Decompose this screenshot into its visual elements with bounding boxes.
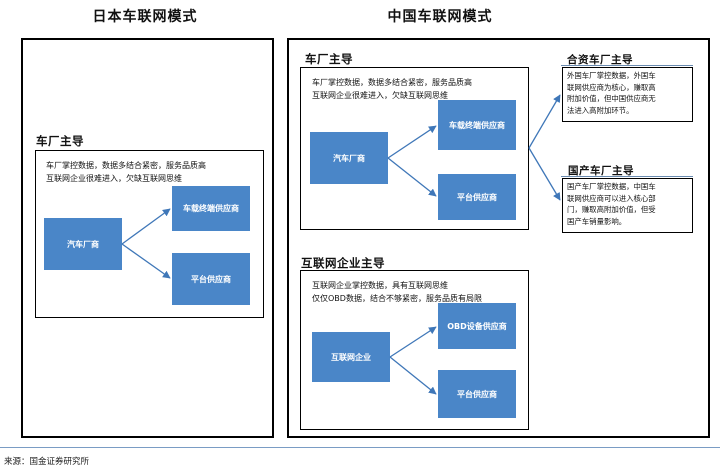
china-internet-node-obd: OBD设备供应商 [438, 303, 516, 349]
joint-venture-description: 外国车厂掌控数据，外国车 联网供应商为核心，赚取高 附加价值，但中国供应商无 法… [567, 71, 656, 115]
source-divider [0, 447, 720, 448]
china-internet-description: 互联网企业掌控数据，具有互联网思维 仅仅OBD数据，结合不够紧密，服务品质有局限 [312, 281, 482, 303]
japan-model-title: 日本车联网模式 [92, 9, 198, 25]
japan-section-title: 车厂主导 [36, 134, 84, 148]
arrow-internet-to-platform [389, 356, 437, 395]
domestic-title: 国产车厂主导 [568, 165, 634, 177]
domestic-rule [561, 176, 693, 177]
joint-venture-title: 合资车厂主导 [567, 54, 633, 66]
source-note: 来源：国金证券研究所 [4, 457, 90, 467]
japan-node-platform: 平台供应商 [172, 253, 250, 305]
china-model-title: 中国车联网模式 [387, 9, 493, 25]
joint-venture-rule [561, 65, 693, 66]
arrow-china-oem-to-terminal [387, 125, 437, 159]
china-oem-node-platform: 平台供应商 [438, 174, 516, 220]
china-internet-node-internet: 互联网企业 [312, 332, 390, 382]
domestic-box [562, 178, 693, 233]
china-oem-node-terminal: 车载终端供应商 [438, 100, 516, 150]
arrow-japan-to-terminal [121, 208, 171, 245]
china-oem-section-title: 车厂主导 [305, 52, 353, 66]
japan-node-terminal: 车载终端供应商 [172, 186, 250, 231]
joint-venture-box [562, 67, 693, 122]
arrow-to-joint-venture [528, 94, 561, 149]
arrow-internet-to-obd [389, 326, 437, 358]
china-internet-node-platform: 平台供应商 [438, 370, 516, 418]
china-oem-node-oem: 汽车厂商 [310, 132, 388, 184]
china-internet-section-title: 互联网企业主导 [301, 256, 385, 270]
arrow-to-domestic [528, 147, 561, 201]
domestic-description: 国产车厂掌控数据，中国车 联网供应商可以进入核心部 门，赚取高附加价值，但受 国… [567, 182, 656, 226]
arrow-china-oem-to-platform [387, 157, 437, 197]
arrow-japan-to-platform [121, 243, 171, 279]
china-oem-description: 车厂掌控数据，数据多结合紧密，服务品质高 互联网企业很难进入，欠缺互联网思维 [312, 78, 472, 100]
japan-node-oem: 汽车厂商 [44, 218, 122, 270]
japan-description: 车厂掌控数据，数据多结合紧密，服务品质高 互联网企业很难进入，欠缺互联网思维 [46, 161, 206, 183]
